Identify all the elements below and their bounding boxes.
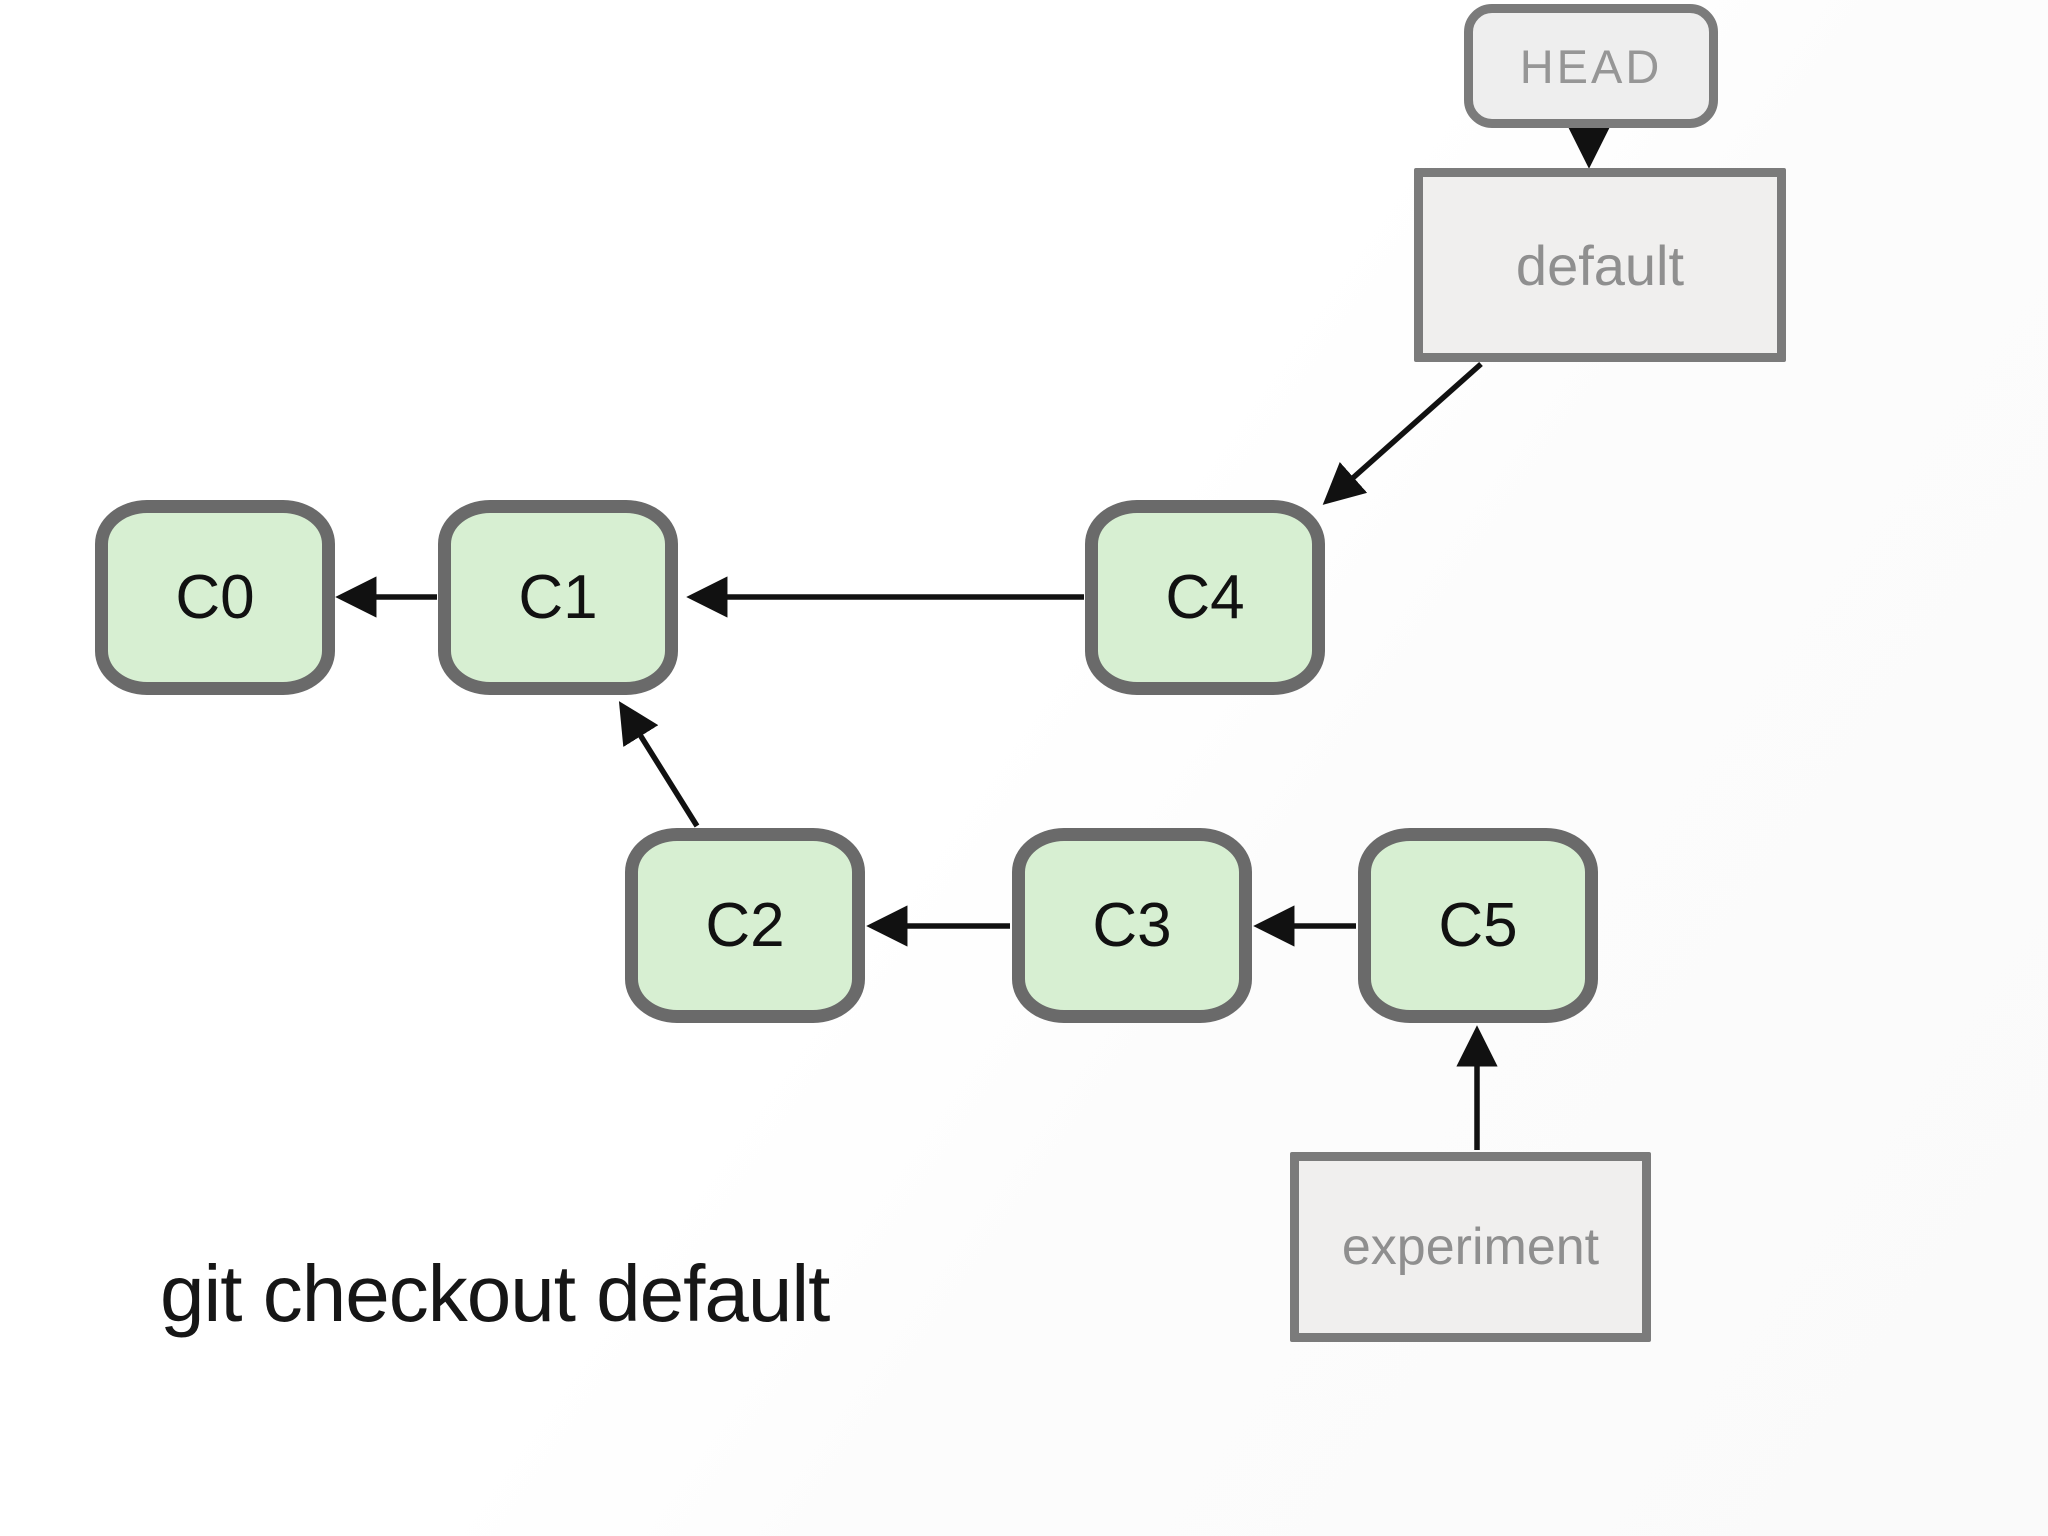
branch-default-label: default [1515,233,1685,297]
commit-c3-label: C3 [1092,891,1172,960]
branch-box-experiment: experiment [1290,1152,1651,1342]
commit-c4-label: C4 [1165,563,1245,632]
arrow-c2-to-c1 [618,701,700,828]
commit-c2-label: C2 [705,891,785,960]
branch-experiment-label: experiment [1341,1218,1600,1276]
commit-node-c0: C0 [95,500,335,695]
commit-node-c4: C4 [1085,500,1325,695]
commit-node-c1: C1 [438,500,678,695]
commit-node-c2: C2 [625,828,865,1023]
arrow-default-to-c4 [1322,361,1483,505]
branch-box-default: default [1414,168,1786,362]
commit-node-c3: C3 [1012,828,1252,1023]
head-label: HEAD [1519,39,1663,93]
caption-text: git checkout default [160,1249,830,1338]
head-box: HEAD [1464,4,1718,128]
commit-c0-label: C0 [175,563,255,632]
commit-node-c5: C5 [1358,828,1598,1023]
commit-c5-label: C5 [1438,891,1518,960]
commit-c1-label: C1 [518,563,598,632]
